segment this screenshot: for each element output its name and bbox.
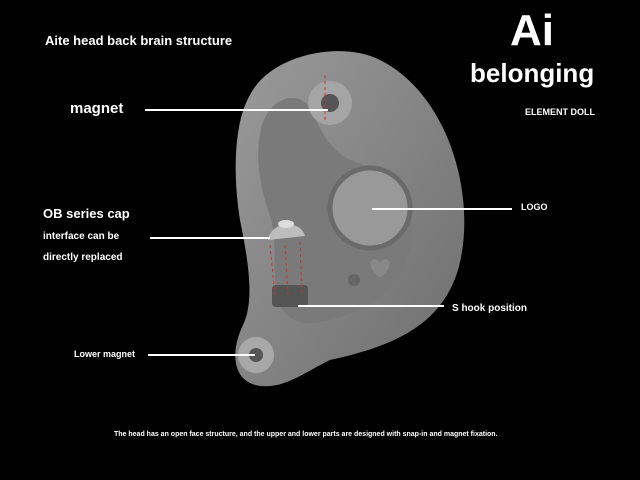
label-cap-3: directly replaced — [43, 252, 123, 263]
label-cap-2: interface can be — [43, 231, 120, 242]
label-lower-magnet: Lower magnet — [74, 349, 136, 359]
logo-mark: Ai — [510, 6, 554, 55]
label-magnet: magnet — [70, 100, 124, 117]
logo-wordmark: belonging — [470, 58, 595, 88]
cap — [268, 224, 305, 240]
label-cap-1: OB series cap — [43, 206, 130, 221]
heart-icon — [370, 259, 390, 278]
leader-line — [298, 305, 444, 307]
leader-line — [372, 208, 512, 210]
leader-line — [150, 237, 270, 239]
s-hook-slot — [272, 285, 308, 307]
page-title: Aite head back brain structure — [45, 33, 233, 48]
caption: The head has an open face structure, and… — [114, 431, 498, 438]
label-s-hook: S hook position — [452, 303, 527, 314]
leader-line — [145, 109, 328, 111]
brand-logo: Ai belonging — [470, 8, 605, 98]
logo-subtitle: ELEMENT DOLL — [525, 107, 595, 117]
leader-line — [148, 354, 255, 356]
label-logo: LOGO — [521, 202, 548, 212]
guide-lines — [269, 75, 326, 296]
